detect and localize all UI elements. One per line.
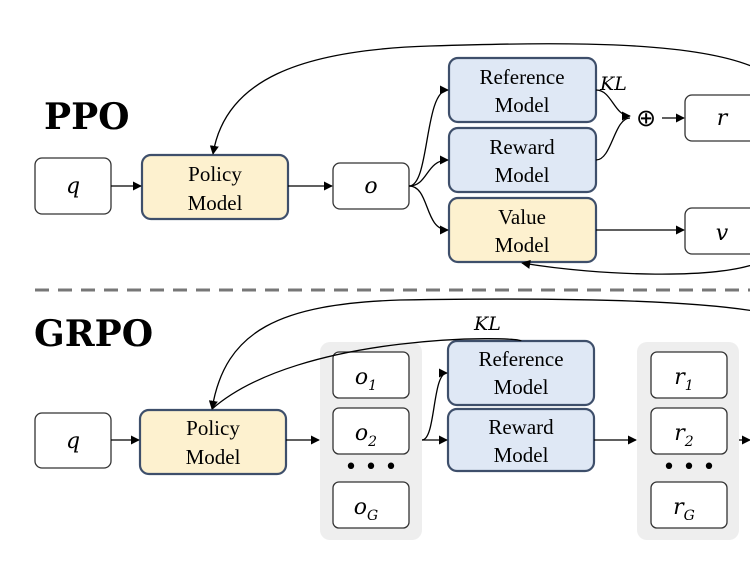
- ppo-reference-label-1: Reference: [479, 65, 564, 89]
- ppo-title: PPO: [44, 96, 130, 138]
- edge-o-to-reference: [408, 85, 449, 187]
- grpo-reward-1-label: r1: [674, 365, 693, 394]
- ppo-q-label: q: [66, 174, 80, 199]
- grpo-reference-label-1: Reference: [478, 347, 563, 371]
- grpo-q-box: q: [34, 412, 112, 469]
- grpo-reward-2-box: r2: [650, 407, 728, 455]
- grpo-output-2-box: o2: [332, 407, 410, 455]
- ppo-value-output-box: v: [684, 207, 750, 255]
- edge-feedback-to-value: [521, 259, 750, 275]
- edge-grpo-kl-to-policy: [211, 338, 522, 410]
- grpo-output-1-box: o1: [332, 351, 410, 399]
- ppo-policy-model-box: Policy Model: [140, 153, 290, 221]
- ppo-value-label-2: Model: [495, 233, 550, 257]
- grpo-reward-g-label: rG: [673, 495, 695, 524]
- edge-reward-to-sum: [595, 117, 631, 161]
- grpo-reward-g-box: rG: [650, 481, 728, 529]
- grpo-reward-1-box: r1: [650, 351, 728, 399]
- ppo-reference-model-box: Reference Model: [447, 56, 598, 124]
- ppo-output-label: o: [364, 174, 377, 199]
- edge-grpo-outputs-to-reference: [421, 368, 448, 441]
- ppo-reward-label-1: Reward: [489, 135, 555, 159]
- grpo-q-label: q: [66, 429, 80, 454]
- ppo-reward-label-2: Model: [495, 163, 550, 187]
- ppo-reward-output-label: r: [717, 106, 729, 131]
- grpo-policy-label-1: Policy: [186, 416, 240, 440]
- grpo-kl-label: KL: [473, 313, 501, 335]
- grpo-reference-model-box: Reference Model: [446, 339, 596, 407]
- grpo-reward-label-1: Reward: [488, 415, 554, 439]
- ppo-value-model-box: Value Model: [447, 196, 598, 264]
- grpo-reference-label-2: Model: [494, 375, 549, 399]
- ppo-policy-label-2: Model: [188, 191, 243, 215]
- ppo-output-box: o: [332, 162, 410, 210]
- grpo-output-2-label: o2: [355, 421, 377, 450]
- grpo-title: GRPO: [34, 313, 153, 355]
- ppo-policy-label-1: Policy: [188, 162, 242, 186]
- ppo-reward-output-box: r: [684, 94, 750, 142]
- grpo-reward-ellipsis: • • •: [663, 455, 716, 480]
- grpo-reward-label-2: Model: [494, 443, 549, 467]
- grpo-output-g-label: oG: [354, 495, 378, 524]
- ppo-sum-icon: ⊕: [636, 104, 656, 132]
- ppo-reward-model-box: Reward Model: [447, 126, 598, 194]
- edge-feedback-to-policy: [209, 43, 750, 155]
- ppo-kl-label: KL: [599, 73, 627, 95]
- grpo-edges: [111, 298, 750, 445]
- ppo-reference-label-2: Model: [495, 93, 550, 117]
- grpo-policy-label-2: Model: [186, 445, 241, 469]
- edge-reference-to-sum: [595, 89, 631, 121]
- ppo-edges: [111, 43, 750, 275]
- grpo-reward-2-label: r2: [674, 421, 694, 450]
- grpo-reward-model-box: Reward Model: [446, 407, 596, 473]
- grpo-output-g-box: oG: [332, 481, 410, 529]
- grpo-output-ellipsis: • • •: [345, 455, 398, 480]
- ppo-value-label-1: Value: [498, 205, 546, 229]
- grpo-policy-model-box: Policy Model: [138, 408, 288, 476]
- ppo-q-box: q: [34, 157, 112, 215]
- edge-grpo-feedback-to-policy: [208, 298, 750, 410]
- ppo-value-output-label: v: [716, 221, 729, 246]
- edge-o-to-reward: [408, 155, 449, 187]
- grpo-output-1-label: o1: [355, 365, 377, 394]
- edge-o-to-value: [408, 185, 449, 235]
